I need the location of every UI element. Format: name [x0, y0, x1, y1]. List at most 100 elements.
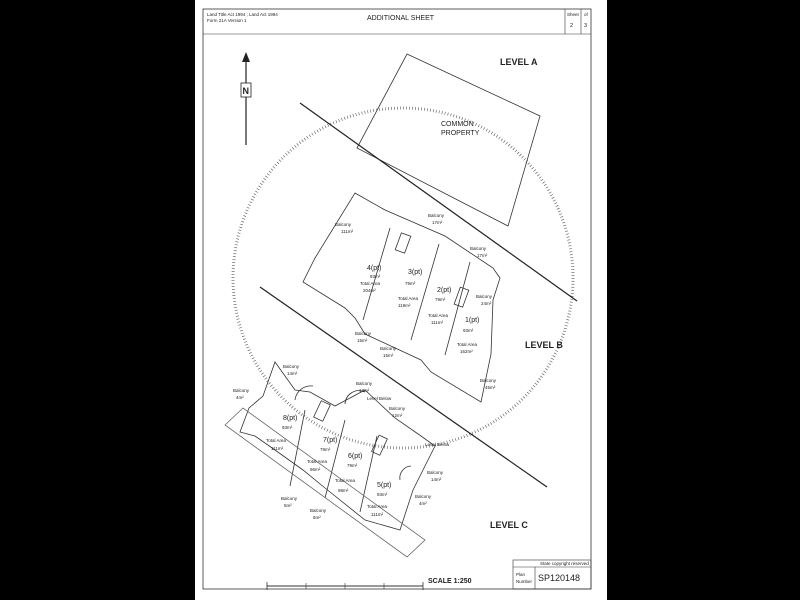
plan-number: SP120148 — [538, 573, 580, 583]
balcony-area: 5m² — [284, 503, 292, 508]
balcony-label: Balcony — [335, 222, 352, 227]
balcony-area: 4m² — [419, 501, 427, 506]
lot-area: 79m² — [435, 297, 446, 302]
lot-area: 93m² — [370, 274, 381, 279]
lot-3-label: 3(pt) 79m² Total Area 119m² — [398, 269, 422, 308]
lot-number: 7(pt) — [323, 437, 337, 444]
balcony-area: 13m² — [359, 388, 370, 393]
sheet-number: 2 — [570, 23, 573, 29]
sheet-border — [202, 8, 592, 590]
lot-area: 93m² — [377, 492, 388, 497]
sheet-total: 3 — [584, 23, 587, 29]
balcony-area: 6m² — [313, 515, 321, 520]
total-area-value: 111m² — [431, 320, 444, 325]
balcony-label: Balcony — [476, 294, 493, 299]
level-c-label: LEVEL C — [490, 520, 528, 530]
common-property-line2: PROPERTY — [441, 130, 480, 137]
lot-1-label: 1(pt) 93m² Total Area 162m² — [457, 317, 479, 354]
lot-8-label: 8(pt) 93m² Total Area 111m² — [266, 415, 297, 451]
balcony-area: 15m² — [383, 353, 394, 358]
lot-number: 8(pt) — [283, 415, 297, 422]
balcony-area: 45m² — [485, 385, 496, 390]
balcony-area: 17m² — [432, 220, 443, 225]
scale-label: SCALE 1:250 — [428, 578, 472, 585]
level-c-building — [224, 361, 436, 558]
lot-number: 4(pt) — [367, 265, 381, 272]
total-area-label: Total Area — [367, 504, 388, 509]
balcony-area: 17m² — [477, 253, 488, 258]
balcony-area: 12m² — [392, 413, 403, 418]
balcony-label: Balcony — [380, 346, 397, 351]
level-a-label: LEVEL A — [500, 57, 538, 67]
lot-number: 6(pt) — [348, 453, 362, 460]
scale-bar — [266, 582, 424, 590]
lot-number: 5(pt) — [377, 482, 391, 489]
balcony-area: 14m² — [287, 371, 298, 376]
act-text: Land Title Act 1994 ; Land Act 1994 — [207, 12, 278, 17]
north-arrow-icon — [240, 52, 252, 145]
balcony-label: Balcony — [310, 508, 327, 513]
balcony-label: Balcony — [389, 406, 406, 411]
balcony-area: 4m² — [236, 395, 244, 400]
plan-label-line1: Plan — [516, 572, 526, 577]
balcony-area: 111m² — [341, 229, 354, 234]
boundary-line-upper — [299, 102, 578, 302]
lot-4-label: 4(pt) 93m² Total Area 204m² — [360, 265, 381, 293]
lot-area: 93m² — [463, 328, 474, 333]
of-label: of — [584, 12, 589, 17]
sheet-title: ADDITIONAL SHEET — [367, 15, 435, 22]
lot-area: 79m² — [405, 281, 416, 286]
total-area-label: Total Area — [398, 296, 419, 301]
lot-number: 2(pt) — [437, 287, 451, 294]
total-area-label: Total Area — [360, 281, 381, 286]
plan-drawing: Land Title Act 1994 ; Land Act 1994 Form… — [202, 8, 592, 590]
balcony-label: Balcony — [428, 213, 445, 218]
balcony-label: Balcony — [470, 246, 487, 251]
total-area-value: 111m² — [271, 446, 284, 451]
level-below-label: Level Below — [367, 396, 392, 401]
lot-area: 79m² — [347, 463, 358, 468]
level-b-building — [302, 192, 501, 403]
total-area-value: 119m² — [398, 303, 411, 308]
lot-2-label: 2(pt) 79m² Total Area 111m² — [428, 287, 451, 325]
total-area-label: Total Area — [307, 459, 328, 464]
lot-number: 1(pt) — [465, 317, 479, 324]
total-area-value: 98m² — [338, 488, 349, 493]
balcony-label: Balcony — [281, 496, 298, 501]
total-area-label: Total Area — [335, 478, 356, 483]
bearing-circle — [231, 106, 575, 450]
total-area-value: 96m² — [310, 467, 321, 472]
lot-area: 93m² — [282, 425, 293, 430]
lot-7-label: 7(pt) 79m² Total Area 96m² — [307, 437, 337, 472]
plan-label-line2: Number — [516, 579, 533, 584]
balcony-label: Balcony — [480, 378, 497, 383]
boundary-line-lower — [259, 286, 548, 488]
total-area-label: Total Area — [428, 313, 449, 318]
balcony-label: Balcony — [356, 381, 373, 386]
lot-6-label: 6(pt) 79m² Total Area 98m² — [335, 453, 362, 493]
balcony-area: 14m² — [431, 477, 442, 482]
balcony-area: 15m² — [357, 338, 368, 343]
form-text: Form 21A Version 1 — [207, 18, 247, 23]
balcony-label: Balcony — [427, 470, 444, 475]
level-b-balconies: Balcony 111m² Balcony 17m² Balcony 17m² … — [335, 213, 497, 390]
survey-plan-sheet: Land Title Act 1994 ; Land Act 1994 Form… — [195, 0, 607, 600]
total-area-value: 162m² — [460, 349, 473, 354]
copyright-text: State copyright reserved — [540, 561, 589, 566]
common-property-line1: COMMON — [441, 121, 474, 128]
lot-5-label: 5(pt) 93m² Total Area 111m² — [367, 482, 391, 517]
balcony-area: 24m² — [481, 301, 492, 306]
balcony-label: Balcony — [283, 364, 300, 369]
balcony-label: Balcony — [355, 331, 372, 336]
balcony-label: Balcony — [233, 388, 250, 393]
north-label: N — [243, 86, 250, 96]
total-area-value: 204m² — [363, 288, 376, 293]
level-c-balconies: Balcony 4m² Balcony 14m² Balcony 13m² Ba… — [233, 364, 444, 520]
title-block — [512, 559, 592, 590]
balcony-label: Balcony — [415, 494, 432, 499]
total-area-value: 111m² — [371, 512, 384, 517]
common-property-boundary — [356, 53, 541, 227]
sheet-label: Sheet — [567, 12, 580, 17]
lot-number: 3(pt) — [408, 269, 422, 276]
level-below-label-2: Level Below — [425, 442, 450, 447]
